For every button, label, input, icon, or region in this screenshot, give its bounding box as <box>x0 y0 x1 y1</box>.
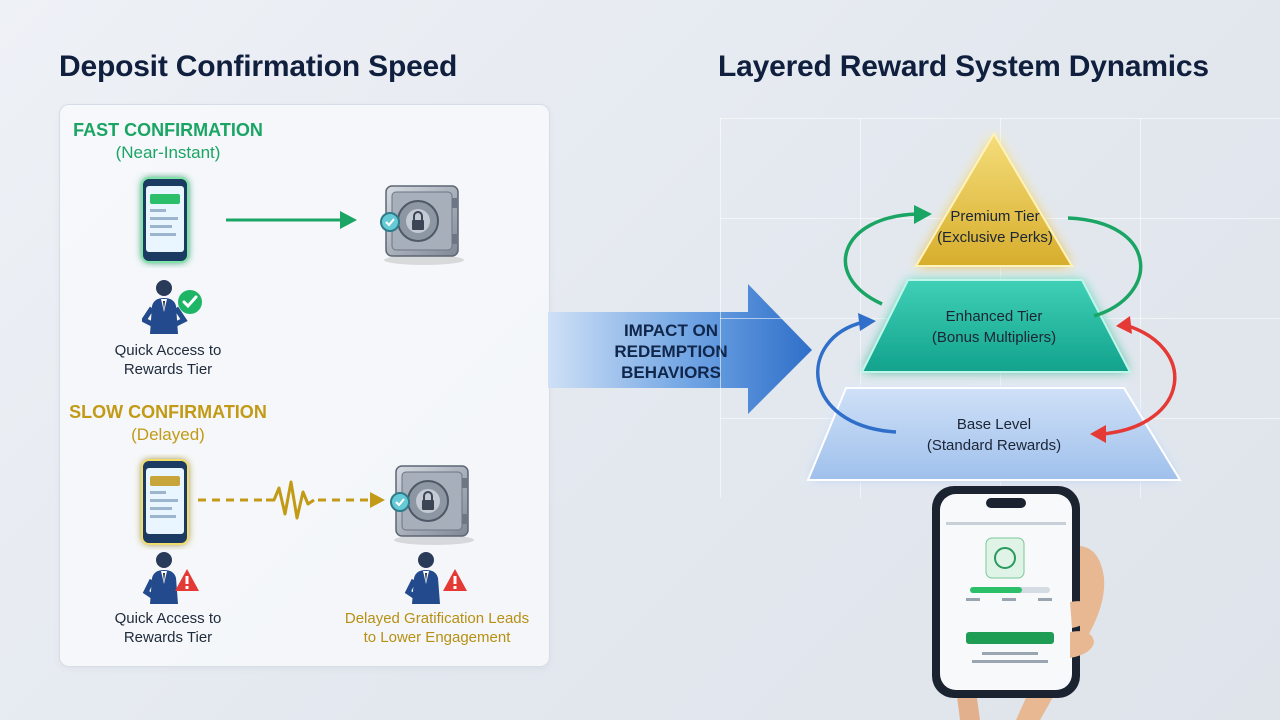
check-badge-icon <box>176 288 204 316</box>
slow-flow-arrow <box>196 474 388 526</box>
right-title: Layered Reward System Dynamics <box>718 50 1209 84</box>
fast-heading: FAST CONFIRMATION <box>63 120 273 141</box>
vault-icon <box>382 458 482 546</box>
blue-cycle-arrow <box>818 322 896 432</box>
fast-flow-arrow <box>224 208 360 232</box>
left-title: Deposit Confirmation Speed <box>59 50 457 84</box>
slow-caption-right-line2: to Lower Engagement <box>326 628 548 647</box>
slow-caption-right: Delayed Gratification Leads to Lower Eng… <box>326 609 548 647</box>
green-cycle-arrow-right <box>1068 218 1141 316</box>
green-cycle-arrow-left <box>845 214 918 304</box>
slow-heading: SLOW CONFIRMATION <box>63 402 273 423</box>
vault-icon <box>372 178 472 266</box>
slow-caption-left-line2: Rewards Tier <box>88 628 248 647</box>
slow-caption-right-line1: Delayed Gratification Leads <box>326 609 548 628</box>
phone-icon <box>130 172 200 268</box>
cycle-arrows <box>800 196 1200 452</box>
hand-holding-phone <box>920 482 1170 720</box>
phone-icon <box>130 454 200 550</box>
alert-badge-icon <box>442 568 468 592</box>
fast-heading-group: FAST CONFIRMATION (Near-Instant) <box>63 120 273 163</box>
slow-caption-left: Quick Access to Rewards Tier <box>88 609 248 647</box>
slow-heading-group: SLOW CONFIRMATION (Delayed) <box>63 402 273 445</box>
fast-caption: Quick Access to Rewards Tier <box>88 341 248 379</box>
fast-subheading: (Near-Instant) <box>63 143 273 163</box>
alert-badge-icon <box>174 568 200 592</box>
slow-subheading: (Delayed) <box>63 425 273 445</box>
fast-caption-line2: Rewards Tier <box>88 360 248 379</box>
slow-caption-left-line1: Quick Access to <box>88 609 248 628</box>
red-cycle-arrow <box>1102 324 1175 434</box>
fast-caption-line1: Quick Access to <box>88 341 248 360</box>
